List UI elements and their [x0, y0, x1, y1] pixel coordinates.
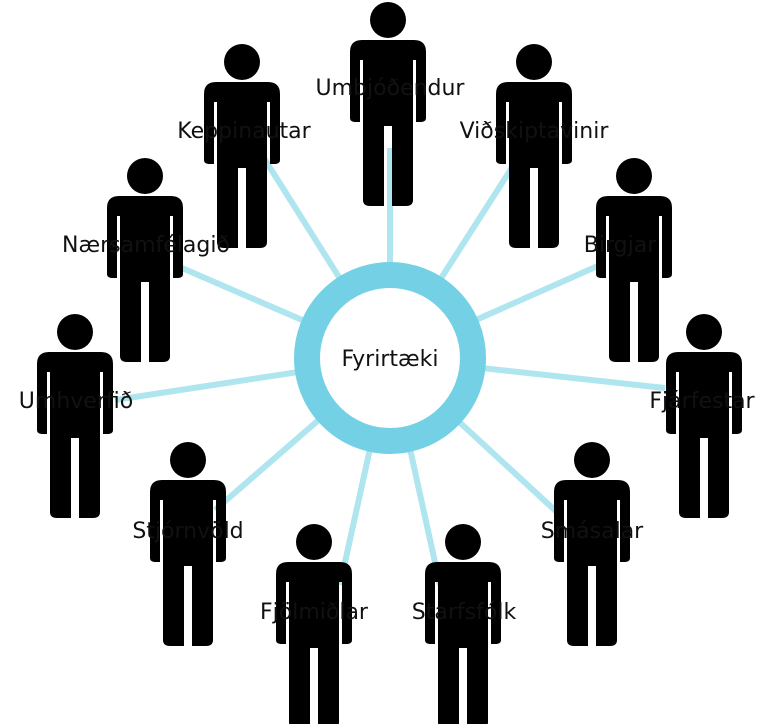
label-umhverfid: Umhverfið [19, 389, 133, 414]
label-fjolmidlar: Fjölmiðlar [260, 600, 369, 625]
person-icon [107, 158, 183, 362]
person-icon [204, 44, 280, 248]
label-fjarfestar: Fjárfestar [649, 389, 755, 414]
label-starfsfolk: Starfsfólk [412, 600, 517, 625]
label-naersamfelagid: Nærsamfélagið [62, 233, 230, 258]
person-icon [496, 44, 572, 248]
person-icon [596, 158, 672, 362]
hub-label: Fyrirtæki [342, 347, 439, 372]
label-keppinautar: Keppinautar [177, 119, 311, 144]
label-umbjodendur: Umbjóðendur [316, 76, 466, 101]
label-vidskiptavinir: Viðskiptavinir [460, 119, 610, 144]
hub: Fyrirtæki [294, 262, 486, 454]
person-icon [37, 314, 113, 518]
label-smasalar: Smásalar [541, 519, 644, 544]
hub-ring [294, 262, 486, 454]
stakeholder-labels: Umbjóðendur Viðskiptavinir Birgjar Fjárf… [19, 76, 756, 625]
label-birgjar: Birgjar [584, 233, 657, 258]
label-stjornvold: Stjórnvöld [132, 519, 243, 544]
person-icon [150, 442, 226, 646]
person-icon [666, 314, 742, 518]
person-icon [554, 442, 630, 646]
